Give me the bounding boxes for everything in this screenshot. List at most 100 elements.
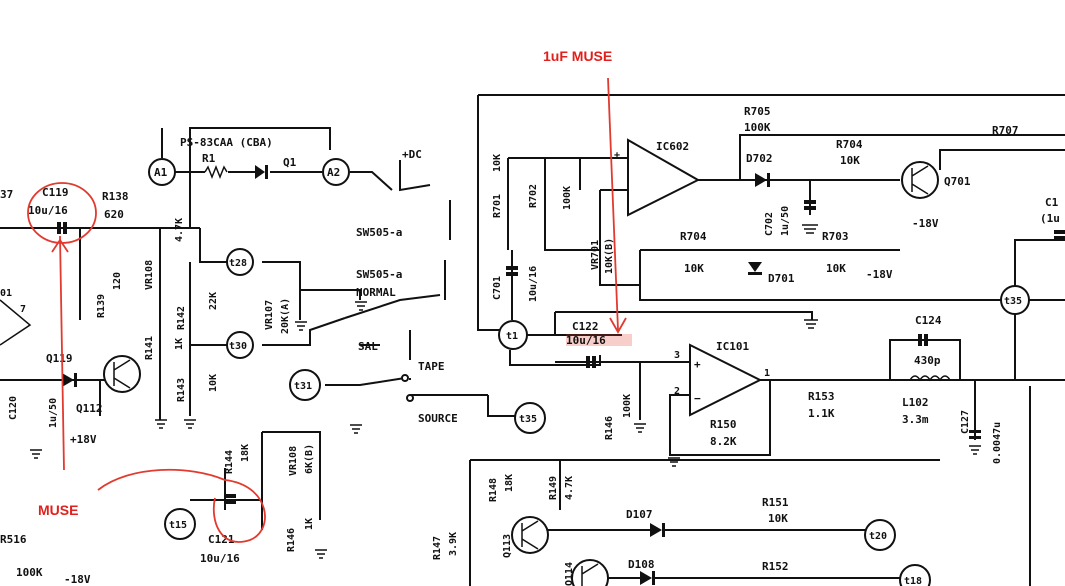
label-r149-val: 4.7K <box>564 476 575 500</box>
label-r146b: R146 <box>604 416 615 440</box>
label-l102: L102 <box>902 396 929 409</box>
label-r144-val: 18K <box>240 444 251 462</box>
label-l102-val: 3.3m <box>902 413 929 426</box>
label-ps: PS-83CAA (CBA) <box>180 136 273 149</box>
label-r152: R152 <box>762 560 789 573</box>
node-t1: t1 <box>498 320 528 350</box>
label-r704b: R704 <box>680 230 707 243</box>
label-vr701-val: 10K(B) <box>604 238 615 274</box>
capacitor-c121 <box>224 494 236 504</box>
label-r704a-val: 10K <box>840 154 860 167</box>
label-r37: 37 <box>0 188 13 201</box>
label-r153: R153 <box>808 390 835 403</box>
label-ic602: IC602 <box>656 140 689 153</box>
label-c124-val: 430p <box>914 354 941 367</box>
label-r143-val: 1K <box>174 338 185 350</box>
ic101-minus: − <box>694 392 701 405</box>
capacitor-c701 <box>506 266 518 276</box>
label-vr108: VR108 <box>144 260 155 290</box>
capacitor-c702 <box>804 200 816 210</box>
label-r705-val: 100K <box>744 121 771 134</box>
label-sal: SAL <box>358 340 378 353</box>
annotation-highlight-c122 <box>566 334 632 346</box>
label-sw-a: SW505-a <box>356 226 402 239</box>
label-r148: R148 <box>488 478 499 502</box>
label-r146: R146 <box>286 528 297 552</box>
label-c122-val: 10u/16 <box>566 334 606 347</box>
resistor-r1 <box>204 164 228 180</box>
label-c702: C702 <box>764 212 775 236</box>
annotation-line-top <box>607 77 619 331</box>
label-7: 7 <box>20 304 26 315</box>
label-r707: R707 <box>992 124 1019 137</box>
label-r149: R149 <box>548 476 559 500</box>
transistor-q114 <box>571 559 609 586</box>
label-c127: C127 <box>960 410 971 434</box>
label-d108: D108 <box>628 558 655 571</box>
node-t35: t35 <box>514 402 546 434</box>
label-tape: TAPE <box>418 360 445 373</box>
label-r138-val: 620 <box>104 208 124 221</box>
label-r701-val: 10K <box>492 154 503 172</box>
node-t35b: t35 <box>1000 285 1030 315</box>
rotated-labels-left: R139 120 VR108 R141 4.7K R142 1K R143 22… <box>8 218 315 552</box>
annotation-left-note: MUSE <box>38 502 78 518</box>
capacitor-c-right <box>1054 230 1065 240</box>
label-c120: C120 <box>8 396 19 420</box>
label-source: SOURCE <box>418 412 458 425</box>
label-vr108b-val: 6K(B) <box>304 444 315 474</box>
label-c-right-val: (1u <box>1040 212 1060 225</box>
label-r704b-val: 10K <box>684 262 704 275</box>
left-wiring <box>0 127 451 530</box>
annotation-line-left <box>59 235 65 471</box>
diode-q119 <box>62 373 77 387</box>
label-q701: Q701 <box>944 175 971 188</box>
label-normal: NORMAL <box>356 286 396 299</box>
label-r150: R150 <box>710 418 737 431</box>
label-r142-val: 22K <box>208 292 219 310</box>
label-r516-val: 100K <box>16 566 43 579</box>
label-r142: R142 <box>176 306 187 330</box>
annotation-curve-c121 <box>97 468 266 543</box>
node-t35-label: t35 <box>519 414 537 425</box>
label-r702: R702 <box>528 184 539 208</box>
label-r147-val: 3.9K <box>448 532 459 556</box>
annotation-overlay: 10u/16 1uF MUSE MUSE <box>27 48 632 543</box>
label-vr107-val: 20K(A) <box>280 298 291 334</box>
right-labels: IC602 R705 100K D702 R704 10K Q701 -18V … <box>572 105 1060 573</box>
node-t30: t30 <box>226 331 254 359</box>
label-c124: C124 <box>915 314 942 327</box>
right-wiring <box>410 94 1065 586</box>
node-a1: A1 <box>148 158 176 186</box>
opamp-ic101: + − <box>689 343 763 417</box>
label-r150-val: 8.2K <box>710 435 737 448</box>
label-d701: D701 <box>768 272 795 285</box>
label-c702-val: 1u/50 <box>780 206 791 236</box>
node-t28-label: t28 <box>229 258 247 269</box>
label-r146b-val: 100K <box>622 394 633 418</box>
label-r10k: 10K <box>208 374 219 392</box>
switch-tape-source <box>401 374 414 402</box>
label-c701: C701 <box>492 276 503 300</box>
label-sw-b: SW505-a <box>356 268 402 281</box>
label-m18b: -18V <box>866 268 893 281</box>
diode-d702 <box>755 173 770 187</box>
diode-d108 <box>640 571 655 585</box>
node-a1-label: A1 <box>154 166 168 179</box>
label-c-right: C1 <box>1045 196 1059 209</box>
label-q114: Q114 <box>564 562 575 586</box>
label-d702: D702 <box>746 152 773 165</box>
capacitor-c124 <box>918 334 928 346</box>
diode-q1 <box>255 165 268 179</box>
label-m18a: -18V <box>912 217 939 230</box>
label-r143: R143 <box>176 378 187 402</box>
annotation-arrow-top <box>609 317 627 334</box>
label-r151: R151 <box>762 496 789 509</box>
capacitor-c119 <box>57 222 67 234</box>
label-r139: R139 <box>96 294 107 318</box>
node-t18-label: t18 <box>904 576 922 586</box>
label-pin2: 2 <box>674 386 680 397</box>
node-t20-label: t20 <box>869 531 887 542</box>
left-labels: 37 C119 10u/16 R138 620 PS-83CAA (CBA) R… <box>0 136 458 586</box>
node-t1-label: t1 <box>506 331 518 342</box>
